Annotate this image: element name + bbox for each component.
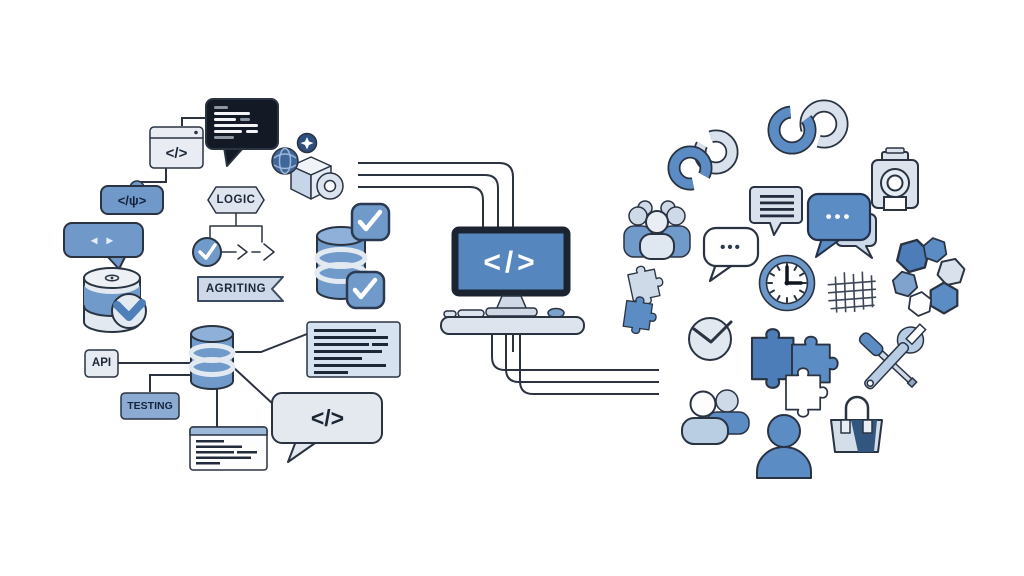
tools-icon: [858, 323, 927, 390]
testing-label: TESTING: [127, 400, 173, 412]
hex-cycle-icon: [890, 235, 968, 319]
briefcase-icon: [830, 395, 883, 453]
puzzle-assembly-icon: [750, 328, 839, 418]
link-rings-icon: [667, 129, 739, 191]
dots-bubble-icon: [702, 226, 760, 283]
script-tag-label: </ψ>: [117, 193, 147, 208]
camera-icon: [871, 147, 919, 211]
monitor-icon: [440, 226, 585, 335]
code-speech-bubble-icon: [271, 392, 383, 463]
ribbon-label: AGRITING: [205, 283, 267, 295]
chat-dots-secondary-label: •••: [720, 239, 742, 256]
package-box-icon: [271, 132, 344, 200]
clock-icon: [758, 254, 816, 312]
logic-label: LOGIC: [216, 194, 256, 206]
api-box: [84, 349, 119, 378]
pipes-icon: [358, 162, 659, 395]
code-panel-icon: [306, 321, 401, 378]
database-checks-icon: [314, 202, 391, 310]
code-window-label: </>: [165, 145, 188, 162]
database-hub-icon: [84, 321, 401, 471]
code-doc-icon: [189, 426, 268, 471]
link-rings-icon: [767, 99, 849, 155]
minimal-clock-icon: [688, 317, 733, 361]
chat-dots-primary-label: •••: [825, 207, 853, 226]
nav-arrows-label: ◂ ▸: [91, 233, 116, 247]
user-pair-icon: [681, 389, 750, 445]
chat-dots-duo-icon: [806, 192, 877, 259]
algorithm-ribbon-icon: [197, 276, 284, 302]
grid-sketch-icon: [827, 271, 877, 313]
code-bubble-label: </>: [310, 405, 345, 431]
logic-flowchart-icon: [192, 186, 275, 267]
testing-box: [120, 392, 180, 420]
storage-drum-icon: [83, 267, 147, 333]
user-icon: [756, 414, 812, 479]
nav-chat-bubble-icon: [63, 222, 144, 270]
script-tag-icon: [100, 180, 164, 215]
browser-code-window-icon: [149, 126, 204, 169]
desk-shelf: [440, 316, 585, 335]
api-label: API: [91, 357, 112, 369]
monitor-screen-label: </>: [483, 246, 539, 279]
team-group-icon: [623, 200, 691, 260]
code-chat-bubble-icon: [205, 98, 279, 167]
puzzle-pair-icon: [621, 261, 668, 337]
chat-lines-icon: [749, 186, 803, 236]
